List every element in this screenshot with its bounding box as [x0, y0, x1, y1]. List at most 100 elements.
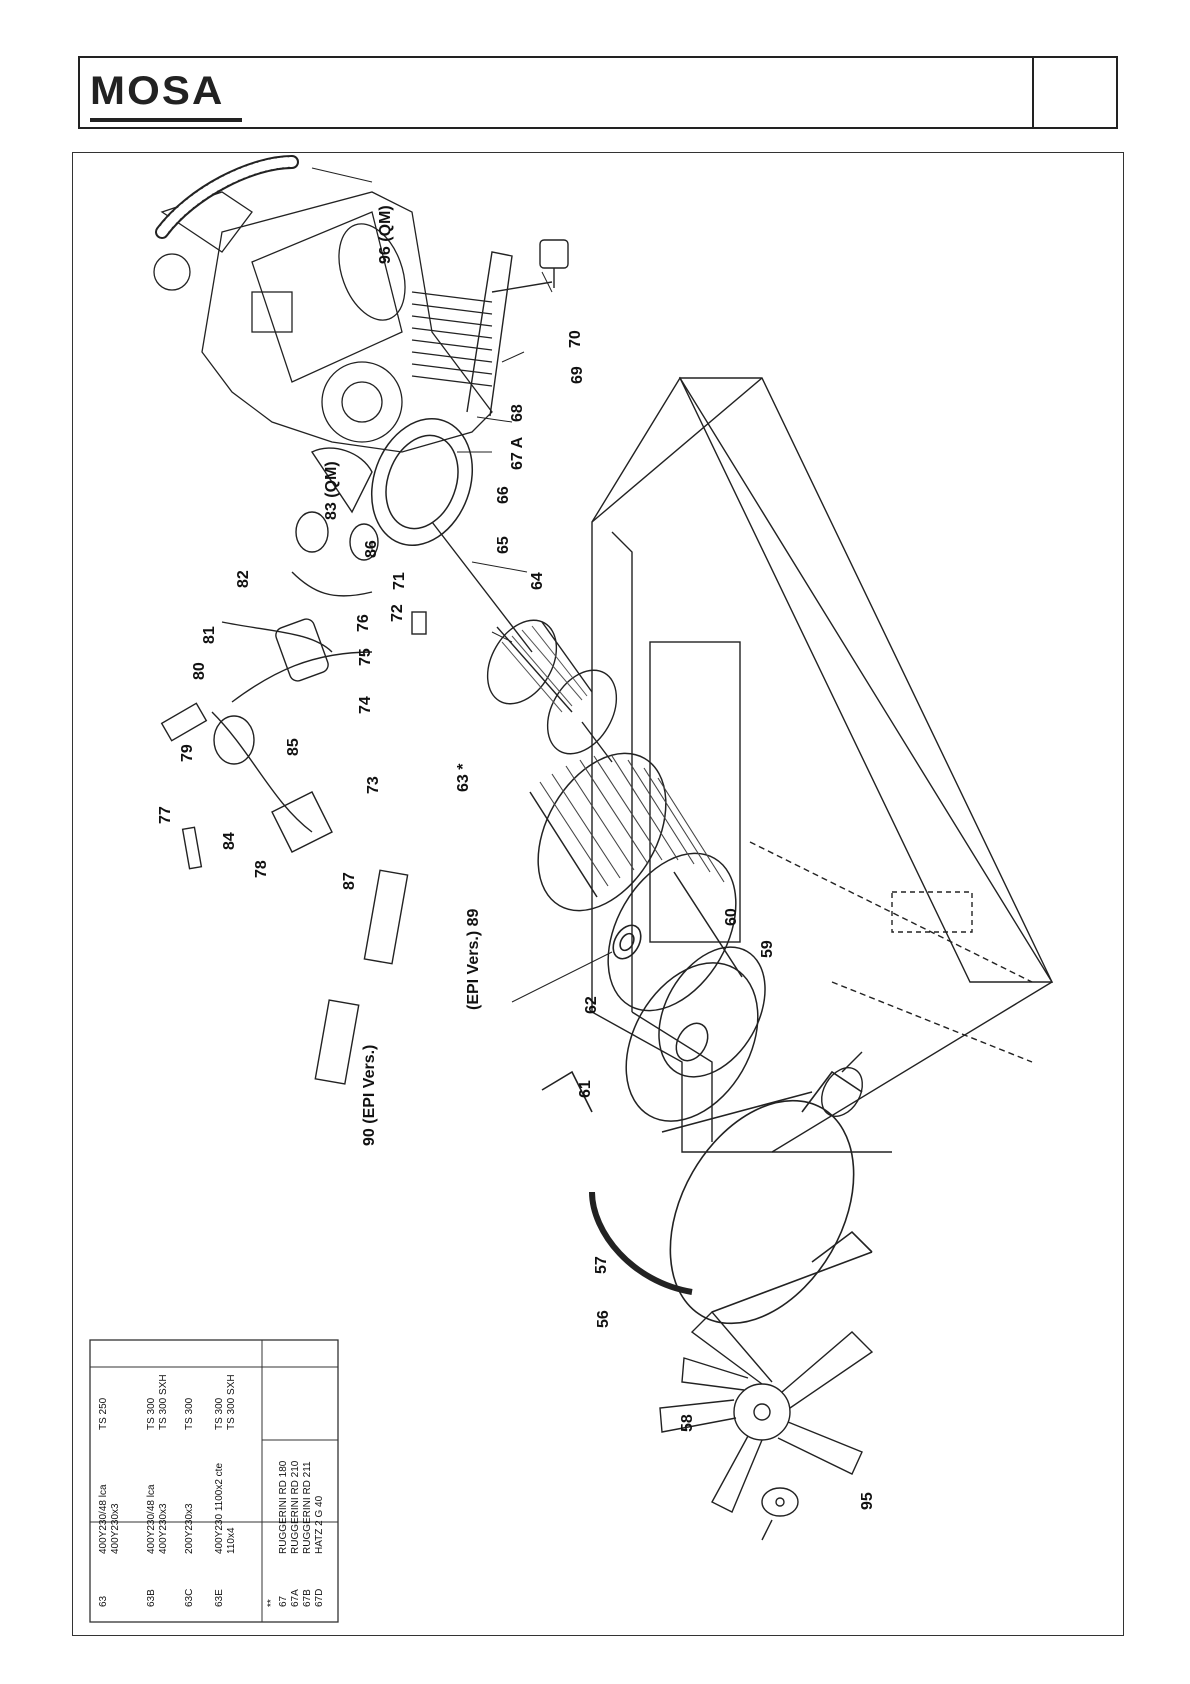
part-95-hub [761, 1487, 799, 1541]
callout-78: 78 [253, 860, 270, 878]
legend-code-63b: 63B [146, 1589, 157, 1607]
callout-59: 59 [759, 940, 776, 958]
legend-table: 63 400Y230/48 lca 400Y230x3 TS 250 63B 4… [89, 1339, 339, 1623]
legend-engine-name-2: RUGGERINI RD 210 [290, 1460, 301, 1554]
legend-model-63b-a: TS 300 [146, 1397, 157, 1430]
callout-63: 63 * [455, 763, 472, 792]
legend-code-63: 63 [98, 1595, 109, 1607]
legend-engine-name-4: HATZ 2 G 40 [314, 1495, 325, 1554]
logo-underline [90, 118, 242, 122]
part-84-bracket [160, 702, 208, 742]
callout-82: 82 [235, 570, 252, 588]
air-filter [153, 253, 191, 291]
mosa-logo: MOSA [90, 70, 242, 122]
callout-58: 58 [679, 1414, 696, 1432]
leader-lines [311, 167, 613, 1003]
legend-voltage-63-b: 400Y230x3 [110, 1503, 121, 1554]
legend-model-63c: TS 300 [184, 1397, 195, 1430]
part-71-clip [411, 611, 427, 635]
callout-80: 80 [191, 662, 208, 680]
part-96-hose [155, 155, 299, 239]
part-60-end-shield [625, 946, 766, 1122]
callout-labels: 96 (QM) 70 69 68 67 A 66 65 64 83 (QM) 8… [157, 205, 876, 1510]
callout-95: 95 [859, 1492, 876, 1510]
legend-engine-code-3: 67B [302, 1589, 313, 1607]
part-85-cable [231, 651, 373, 703]
callout-74: 74 [357, 696, 374, 714]
legend-model-63: TS 250 [98, 1397, 109, 1430]
part-58-fan [659, 1310, 874, 1513]
part-87-plate [271, 791, 333, 853]
legend-code-63e: 63E [214, 1589, 225, 1607]
part-59-mount [821, 1051, 863, 1117]
part-68-bracket [466, 251, 553, 417]
part-78-strip [181, 826, 203, 870]
flywheel-housing [321, 361, 403, 443]
header-divider [1032, 58, 1034, 127]
callout-67a: 67 A [509, 436, 526, 470]
part-72-cable [211, 711, 313, 833]
part-64-rotor [431, 521, 618, 763]
legend-engine-code-0: ** [266, 1599, 277, 1607]
callout-96: 96 (QM) [377, 205, 394, 264]
legend-model-63e-a: TS 300 [214, 1397, 225, 1430]
callout-64: 64 [529, 572, 546, 590]
legend-engine-name-3: RUGGERINI RD 211 [302, 1461, 313, 1554]
page-header: MOSA [78, 56, 1118, 129]
legend-engine-name-1: RUGGERINI RD 180 [278, 1460, 289, 1554]
callout-84: 84 [221, 832, 238, 850]
drawing-frame [72, 152, 1124, 1636]
legend-voltage-63e-b: 110x4 [226, 1527, 237, 1554]
callout-72: 72 [389, 604, 406, 622]
callout-62: 62 [583, 996, 600, 1014]
callout-90: 90 (EPI Vers.) [361, 1045, 378, 1146]
callout-81: 81 [201, 626, 218, 644]
callout-71: 71 [391, 572, 408, 590]
legend-code-63c: 63C [184, 1589, 195, 1607]
legend-voltage-63b-a: 400Y230/48 lca [146, 1484, 157, 1554]
part-62-bearing [612, 924, 642, 960]
legend-engine-code-4: 67D [314, 1589, 325, 1607]
exploded-parts-diagram: 63 400Y230/48 lca 400Y230x3 TS 250 63B 4… [89, 155, 1054, 1623]
legend-engine-code-2: 67A [290, 1589, 301, 1607]
starter-motor [338, 223, 406, 321]
callout-57: 57 [593, 1256, 610, 1274]
callout-77: 77 [157, 806, 174, 824]
callout-75: 75 [357, 648, 374, 666]
legend-engine-code-1: 67 [278, 1595, 289, 1607]
legend-voltage-63e-a: 400Y230 1100x2 cte [214, 1463, 225, 1554]
callout-76: 76 [355, 614, 372, 632]
callout-68: 68 [509, 404, 526, 422]
callout-73: 73 [365, 776, 382, 794]
engine-cooling-fins [411, 291, 493, 387]
part-57-fan-cover [541, 1070, 873, 1325]
callout-86: 86 [363, 540, 380, 558]
part-81-pipe [291, 571, 373, 597]
callout-65: 65 [495, 536, 512, 554]
callout-69: 69 [569, 366, 586, 384]
electrical-parts-cluster [160, 447, 427, 1085]
part-83-hose [310, 447, 373, 514]
part-66-flange [370, 418, 474, 546]
callout-85: 85 [285, 738, 302, 756]
callout-79: 79 [179, 744, 196, 762]
legend-model-63b-b: TS 300 SXH [158, 1374, 169, 1430]
part-65-shaft [431, 521, 533, 653]
part-82-cap [295, 511, 329, 553]
part-90-actuator [314, 999, 360, 1085]
legend-model-63e-b: TS 300 SXH [226, 1374, 237, 1430]
engine-nameplate [251, 291, 293, 333]
base-frame [591, 376, 1054, 1153]
legend-voltage-63c: 200Y230x3 [184, 1503, 195, 1554]
callout-87: 87 [341, 872, 358, 890]
engine-assembly [153, 191, 493, 453]
part-73-solenoid [213, 715, 255, 765]
callout-89: (EPI Vers.) 89 [465, 909, 482, 1010]
part-70-sensor [539, 239, 569, 288]
callout-83: 83 (QM) [323, 461, 340, 520]
legend-voltage-63b-b: 400Y230x3 [158, 1503, 169, 1554]
part-56-band [589, 1191, 693, 1295]
callout-60: 60 [723, 908, 740, 926]
callout-66: 66 [495, 486, 512, 504]
callout-56: 56 [595, 1310, 612, 1328]
